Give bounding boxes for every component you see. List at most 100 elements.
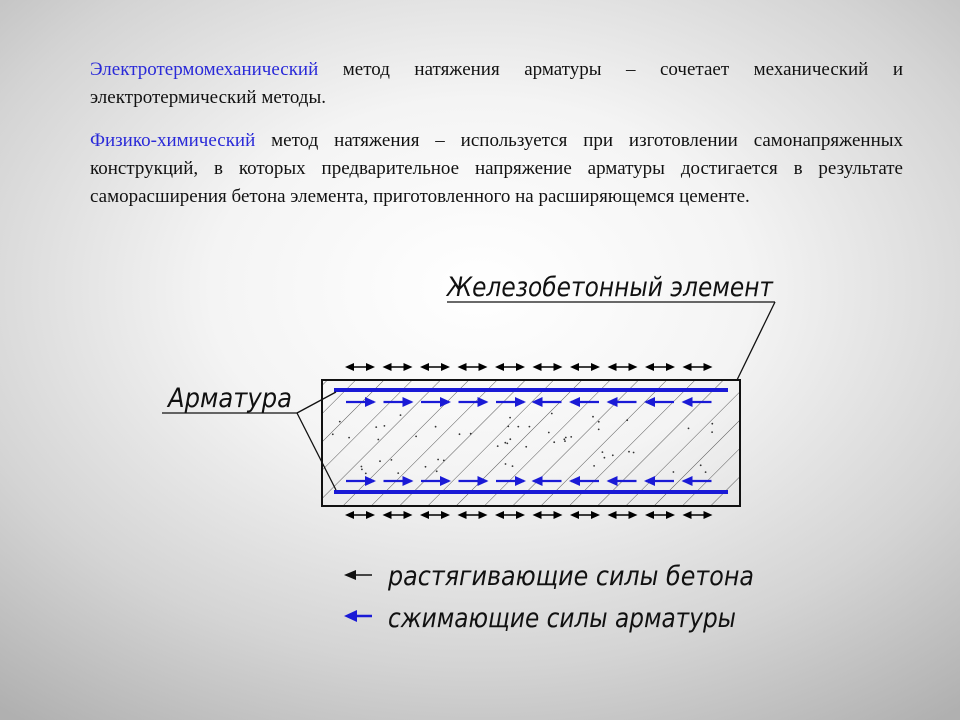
aggregate-dot [415, 435, 417, 438]
rebar-force-arrow-right-head [515, 397, 526, 407]
aggregate-dot [399, 414, 402, 416]
rebar-force-arrow-right-head [440, 476, 451, 486]
concrete-force-arrow-right-head [366, 363, 375, 371]
rebar-force-arrow-right-head [365, 476, 376, 486]
concrete-force-arrow-left-head [532, 363, 542, 371]
aggregate-dot [601, 451, 604, 453]
aggregate-dot [361, 468, 363, 471]
aggregate-dot [593, 465, 595, 467]
aggregate-dot [550, 412, 553, 415]
rebar-force-arrow-right-head [477, 476, 489, 486]
aggregate-dot [442, 459, 445, 462]
rebar-force-arrow-left-head [531, 476, 543, 486]
aggregate-dot [597, 420, 600, 423]
aggregate-dot [506, 442, 509, 445]
rebar-force-arrow-right-head [402, 397, 414, 407]
concrete-force-arrow-right-head [366, 511, 375, 519]
rebar-force-arrow-right-head [440, 397, 451, 407]
concrete-force-arrow-right-head [441, 511, 450, 519]
concrete-force-arrow-left-head [457, 511, 467, 519]
aggregate-dot [592, 415, 594, 418]
concrete-force-arrow-right-head [478, 363, 488, 371]
aggregate-dot [331, 433, 334, 436]
aggregate-dot [626, 419, 629, 422]
aggregate-dot [507, 425, 510, 428]
aggregate-dot [397, 472, 400, 474]
aggregate-dot [379, 460, 381, 463]
rebar-force-arrow-right-head [515, 476, 526, 486]
concrete-force-arrow-left-head [645, 363, 654, 371]
term-electrothermomechanical: Электротермомеханический [90, 59, 319, 80]
aggregate-dot [603, 456, 606, 459]
concrete-force-arrow-left-head [345, 511, 354, 519]
concrete-force-arrow-right-head [441, 363, 450, 371]
concrete-force-arrow-right-head [591, 363, 600, 371]
concrete-force-arrow-left-head [607, 511, 617, 519]
paragraph-electrothermomechanical: Электротермомеханический метод натяжения… [90, 56, 903, 112]
concrete-force-arrow-left-head [607, 363, 617, 371]
concrete-force-arrow-right-head [553, 363, 563, 371]
legend-rebar-arrow-head [344, 610, 357, 622]
aggregate-dot [564, 436, 567, 439]
concrete-force-arrow-right-head [553, 511, 563, 519]
legend-concrete-arrow-head [344, 570, 356, 580]
aggregate-dot [504, 441, 507, 444]
aggregate-dot [525, 445, 528, 448]
aggregate-dot [511, 465, 514, 467]
concrete-force-arrow-right-head [516, 511, 525, 519]
aggregate-dot [611, 454, 614, 457]
aggregate-dot [711, 431, 713, 433]
aggregate-dot [435, 470, 438, 473]
concrete-force-arrow-left-head [345, 363, 354, 371]
rebar-leader-top [296, 391, 337, 414]
concrete-force-arrow-right-head [666, 511, 675, 519]
concrete-force-arrow-left-head [570, 363, 579, 371]
rebar-force-arrow-left-head [681, 476, 693, 486]
aggregate-dot [672, 471, 675, 473]
rebar-force-arrow-left-head [644, 476, 655, 486]
concrete-force-arrow-left-head [570, 511, 579, 519]
aggregate-dot [375, 426, 378, 428]
aggregate-dot [424, 465, 427, 468]
rebar-force-arrow-left-head [569, 476, 580, 486]
aggregate-dot [687, 427, 690, 430]
aggregate-dot [570, 436, 573, 438]
rebar-force-arrow-left-head [531, 397, 543, 407]
aggregate-dot [563, 438, 566, 441]
rebar-force-arrow-left-head [606, 476, 618, 486]
concrete-hatch [322, 380, 740, 506]
element-leader-line [736, 301, 776, 381]
concrete-force-arrow-right-head [628, 363, 638, 371]
aggregate-dot [458, 433, 461, 436]
rebar-label: Арматура [166, 383, 292, 414]
aggregate-dot [528, 425, 531, 428]
concrete-force-arrow-left-head [495, 363, 504, 371]
element-label: Железобетонный элемент [445, 272, 774, 303]
aggregate-dot [547, 431, 550, 434]
concrete-force-arrow-left-head [682, 363, 692, 371]
aggregate-dot [504, 463, 507, 465]
aggregate-dot [564, 440, 566, 442]
rebar-force-arrow-left-head [569, 397, 580, 407]
concrete-force-arrow-left-head [457, 363, 467, 371]
aggregate-dot [517, 425, 520, 428]
legend-concrete-forces-label: растягивающие силы бетона [387, 561, 754, 592]
aggregate-dot [364, 472, 367, 475]
aggregate-dot [348, 436, 350, 439]
aggregate-dot [597, 428, 600, 431]
legend-rebar-forces: сжимающие силы арматуры [344, 603, 736, 634]
concrete-force-arrow-left-head [645, 511, 654, 519]
aggregate-dot [632, 451, 635, 454]
rebar-force-arrow-right-head [402, 476, 414, 486]
paragraph-physico-chemical: Физико-химический метод натяжения – испо… [90, 127, 903, 211]
concrete-force-arrow-right-head [403, 363, 413, 371]
concrete-force-arrow-right-head [516, 363, 525, 371]
concrete-force-arrow-left-head [382, 363, 392, 371]
aggregate-dot [338, 420, 341, 423]
rebar-force-arrow-right-head [477, 397, 489, 407]
concrete-force-arrow-left-head [382, 511, 392, 519]
concrete-force-arrow-left-head [495, 511, 504, 519]
rebar-force-arrow-left-head [644, 397, 655, 407]
paragraph-1-text: метод натяжения арматуры – сочетает меха… [90, 59, 903, 108]
